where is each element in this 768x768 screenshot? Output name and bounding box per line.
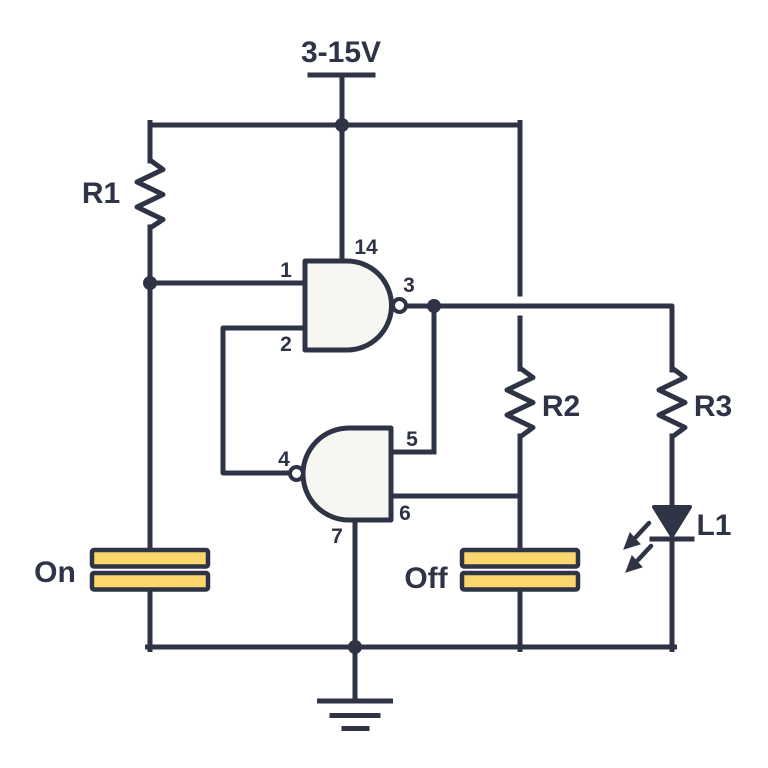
wire-pin2-feedback	[220, 325, 308, 476]
resistor-r1-symbol	[134, 157, 166, 231]
pin-4-label: 4	[278, 448, 290, 471]
junction-dot-power-rail	[335, 118, 349, 132]
touch-plate-on-top	[89, 547, 211, 569]
wire-output-net	[404, 303, 675, 373]
pin-7-label: 7	[331, 525, 343, 548]
resistor-r3-symbol	[656, 365, 688, 440]
led-light-arrow-1-head	[623, 532, 641, 550]
touch-off-label: Off	[404, 562, 448, 595]
nand-gate-1-output-bubble	[391, 297, 408, 314]
pin-14-label: 14	[354, 236, 378, 259]
pin-6-label: 6	[399, 502, 411, 525]
junction-dot-output	[427, 299, 441, 313]
junction-dot-r1-pin1	[143, 276, 157, 290]
pin-2-label: 2	[280, 333, 292, 356]
touch-plate-off-bottom	[459, 570, 581, 592]
nand-gate-2-body	[300, 425, 394, 523]
led-light-arrow-2-head	[625, 555, 643, 573]
resistor-r2-label: R2	[542, 390, 580, 423]
resistor-r2-symbol	[504, 365, 536, 440]
touch-on-label: On	[34, 556, 76, 589]
power-label: 3-15V	[301, 36, 381, 69]
led-light-arrow-1-shaft	[633, 520, 652, 540]
resistor-r1-label: R1	[82, 177, 120, 210]
touch-plate-off-top	[459, 547, 581, 569]
junction-dot-ground	[348, 640, 362, 654]
pin-3-label: 3	[403, 274, 415, 297]
nand-gate-2-output-bubble	[288, 465, 305, 482]
led-light-arrow-2-shaft	[635, 543, 654, 563]
pin-5-label: 5	[406, 428, 418, 451]
nand-gate-1-body	[302, 258, 394, 353]
resistor-r3-label: R3	[694, 390, 732, 423]
pin-1-label: 1	[280, 259, 292, 282]
touch-plate-on-bottom	[89, 570, 211, 592]
led-anode-triangle	[652, 505, 692, 538]
led-l1-label: L1	[696, 509, 731, 542]
